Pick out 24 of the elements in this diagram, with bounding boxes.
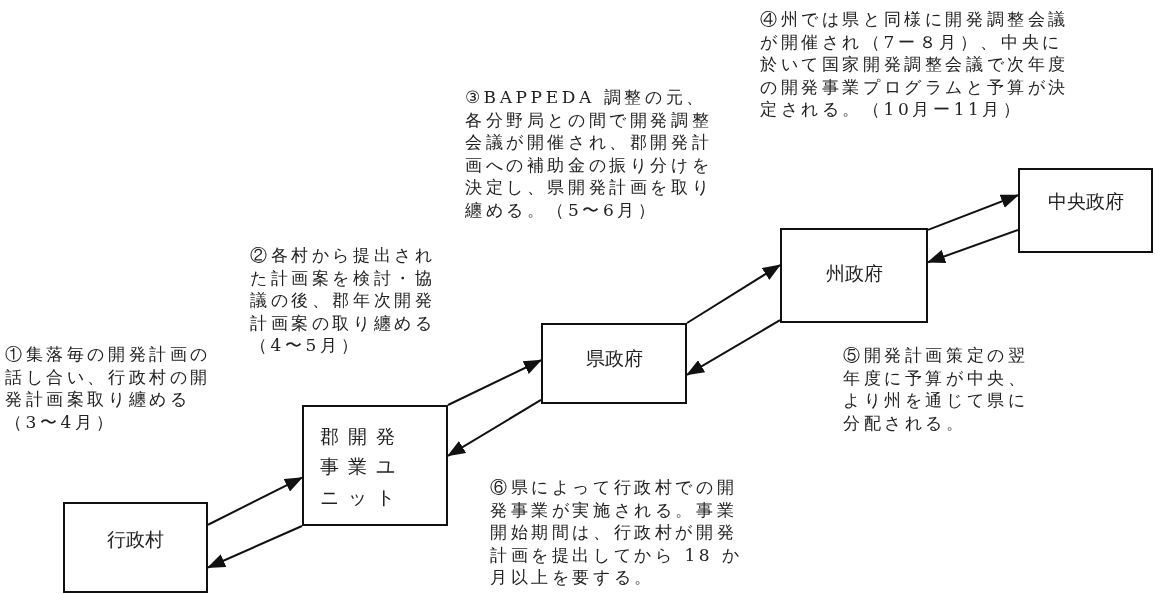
process-box — [63, 502, 208, 593]
arrow — [447, 398, 542, 457]
annotation-text: ④州では県と同様に開発調整会議が開催され（7ー８月）、中央に於いて国家開発調整会議で次年度の開発事業プログラムと予算が決定される。（10月ー11月） — [760, 8, 1070, 121]
arrow — [686, 264, 781, 324]
arrow — [447, 359, 542, 406]
box-label: 郡開発事業ユニット — [320, 424, 405, 510]
arrow — [207, 525, 303, 569]
annotation-text: ⑥県によって行政村での開発事業が実施される。事業開始期間は、行政村が開発計画を提出してから 18 か月以上を要する。 — [490, 476, 744, 589]
annotation-text: ②各村から提出された計画案を検討・協議の後、郡年次開発計画案の取り纏める（4〜5月） — [250, 244, 437, 357]
box-label: 県政府 — [585, 346, 643, 371]
arrow — [927, 229, 1019, 264]
process-box — [541, 323, 687, 404]
arrow — [207, 476, 303, 526]
annotation-text: ⑤開発計画策定の翌年度に予算が中央、より州を通じて県に分配される。 — [843, 344, 1030, 434]
process-box — [1018, 168, 1153, 253]
box-label: 中央政府 — [1047, 189, 1124, 214]
arrow — [927, 194, 1019, 231]
process-box — [302, 405, 448, 526]
process-box — [780, 228, 928, 323]
annotation-text: ①集落毎の開発計画の話し合い、行政村の開発計画案取り纏める（3〜4月） — [5, 343, 212, 433]
box-label: 行政村 — [107, 527, 164, 552]
box-label: 州政府 — [825, 261, 883, 286]
arrow — [686, 319, 781, 376]
annotation-text: ③BAPPEDA 調整の元、各分野局との間で開発調整会議が開催され、郡開発計画への補助金の振り分けを決定し、県開発計画を取り纏める。（5〜6月） — [465, 86, 714, 221]
